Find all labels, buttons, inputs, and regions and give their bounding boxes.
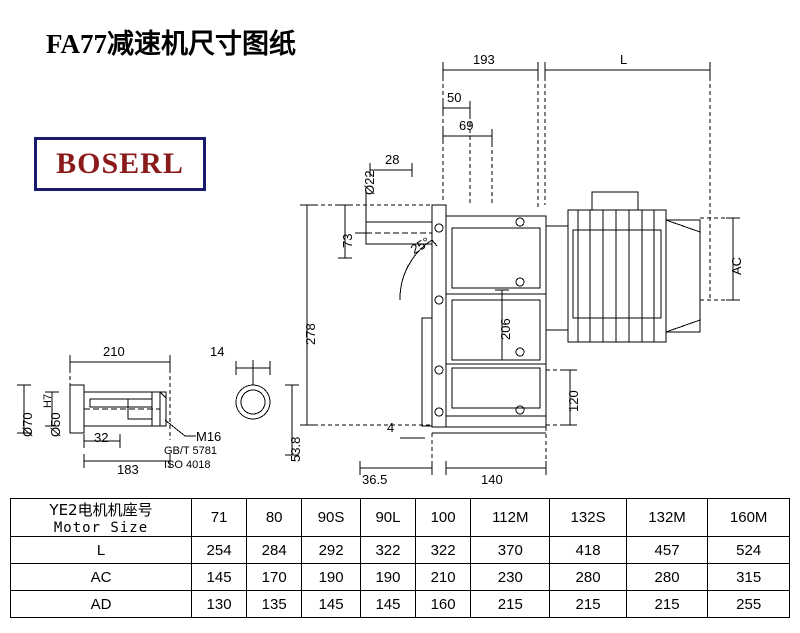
label-gbt5781: GB/T 5781 [164,445,217,457]
table-cell: 135 [246,590,303,618]
dim-dia70: Ø70 [20,412,35,437]
table-cell: 418 [549,536,627,564]
table-cell: 280 [549,563,627,591]
table-header-cell: 132S [549,498,627,537]
label-m16: M16 [196,429,222,444]
label-iso4018: ISO 4018 [164,459,211,471]
table-cell: 322 [415,536,472,564]
table-cell: 457 [625,536,709,564]
table-row-label-cell: YE2电机机座号 Motor Size [10,498,192,537]
logo-text: BOSERL [56,147,184,180]
page-title: FA77减速机尺寸图纸 [46,29,296,59]
table-header-cell: 112M [470,498,551,537]
technical-drawing [17,62,740,475]
dim-210: 210 [103,344,125,359]
dim-4: 4 [387,420,395,435]
table-row: AD 130 135 145 145 160 215 215 215 255 [10,590,790,618]
table-header-cell: 160M [707,498,790,537]
dim-32: 32 [94,430,109,445]
table-cell: 292 [301,536,361,564]
table-cell: 130 [190,590,248,618]
table-cell: 215 [625,590,709,618]
dim-dia50: Ø50 [48,412,63,437]
table-header-cell: 71 [190,498,248,537]
table-cell: 215 [549,590,627,618]
dim-120: 120 [566,390,581,412]
table-cell: 230 [470,563,551,591]
dim-L: L [620,52,628,67]
table-cell: 170 [246,563,303,591]
dim-53-8: 53.8 [288,436,303,462]
dim-73: 73 [340,233,355,248]
dim-28: 28 [385,152,400,167]
table-cell: 145 [359,590,417,618]
table-cell: 322 [359,536,417,564]
table-row-label-AC: AC [10,563,192,591]
table-cell: 190 [359,563,417,591]
table-cell: 210 [415,563,472,591]
table-cell: 190 [301,563,361,591]
motor-size-table: YE2电机机座号 Motor Size 71 80 90S 90L 100 11… [10,498,790,618]
dim-183: 183 [117,462,139,477]
table-cell: 284 [246,536,303,564]
dim-h7-tolerance: H7 [42,393,54,408]
dim-AC: AC [729,256,744,275]
dim-193: 193 [473,52,495,67]
table-label-motorsize: Motor Size [53,520,149,536]
dim-140: 140 [481,472,503,487]
table-cell: 370 [470,536,551,564]
table-cell: 160 [415,590,472,618]
table-row: L 254 284 292 322 322 370 418 457 524 [10,536,790,564]
dim-dia22: Ø22 [362,170,377,195]
table-header-cell: 100 [415,498,472,537]
table-cell: 254 [190,536,248,564]
table-cell: 145 [301,590,361,618]
dim-69: 69 [459,118,474,133]
table-label-ye2: YE2电机机座号 [49,501,153,519]
dim-50: 50 [447,90,462,105]
table-header-cell: 90L [359,498,417,537]
table-row: AC 145 170 190 190 210 230 280 280 315 [10,563,790,591]
table-cell: 524 [707,536,790,564]
table-header-cell: 80 [246,498,303,537]
table-row-header: YE2电机机座号 Motor Size 71 80 90S 90L 100 11… [10,498,790,537]
dim-206: 206 [498,318,513,340]
table-cell: 280 [625,563,709,591]
logo-box: BOSERL [34,137,206,191]
table-cell: 215 [470,590,551,618]
table-cell: 255 [707,590,790,618]
table-row-label-AD: AD [10,590,192,618]
table-cell: 145 [190,563,248,591]
dim-278: 278 [303,323,318,345]
table-header-cell: 90S [301,498,361,537]
dim-36-5: 36.5 [362,472,388,487]
table-cell: 315 [707,563,790,591]
table-row-label-L: L [10,536,192,564]
table-header-cell: 132M [625,498,709,537]
dim-14: 14 [210,344,225,359]
